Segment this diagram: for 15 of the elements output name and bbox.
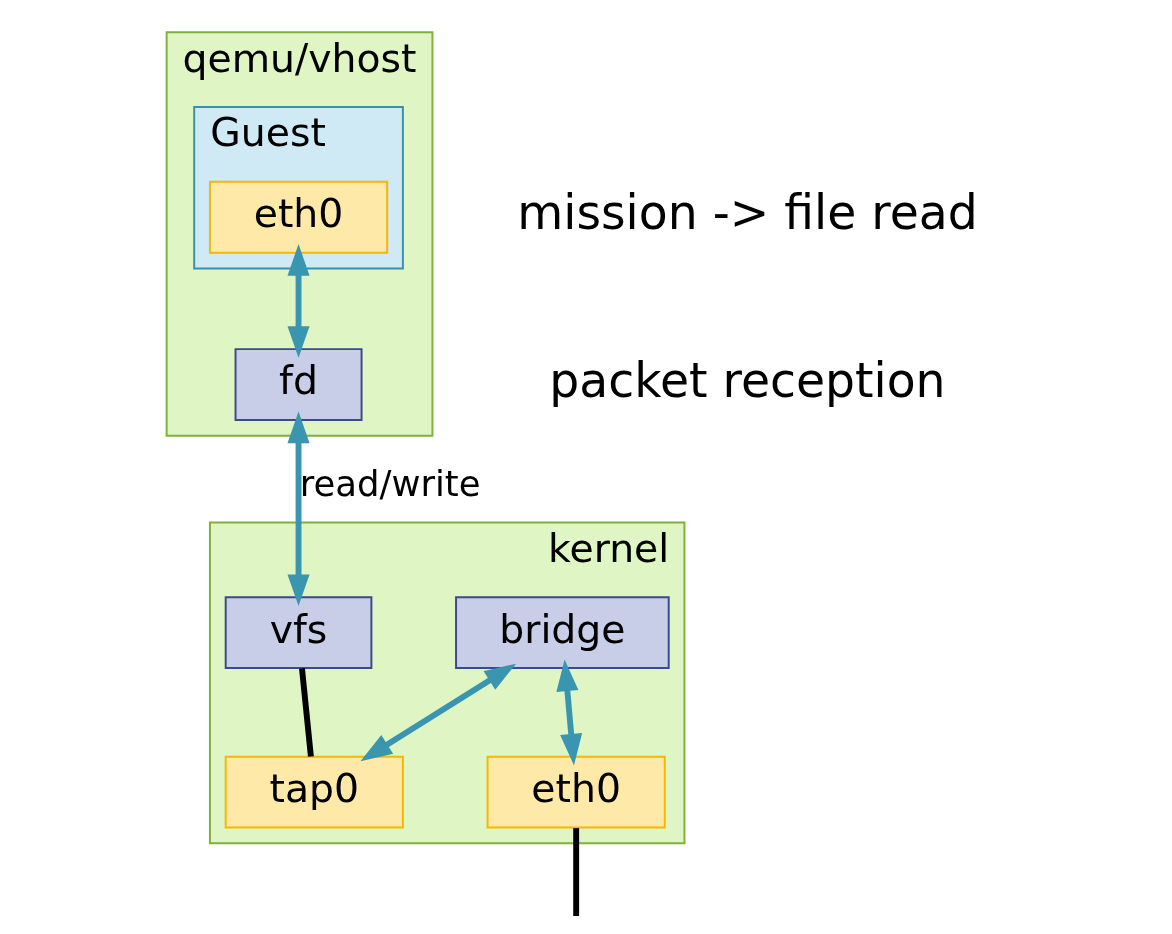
node-box: tap0 <box>224 755 404 829</box>
connector <box>572 828 579 917</box>
node-box: fd <box>234 348 363 421</box>
arrow <box>287 411 310 606</box>
arrow <box>287 244 310 358</box>
arrow <box>555 659 582 766</box>
label: mission -> file read <box>516 185 978 241</box>
arrow <box>359 663 516 762</box>
node-box: eth0 <box>208 180 388 254</box>
connector <box>298 668 314 757</box>
node-box: bridge <box>454 596 670 670</box>
edge-label: read/write <box>299 462 481 504</box>
node-box: eth0 <box>486 755 666 829</box>
node-box: vfs <box>224 596 372 670</box>
label: packet reception <box>548 352 946 408</box>
